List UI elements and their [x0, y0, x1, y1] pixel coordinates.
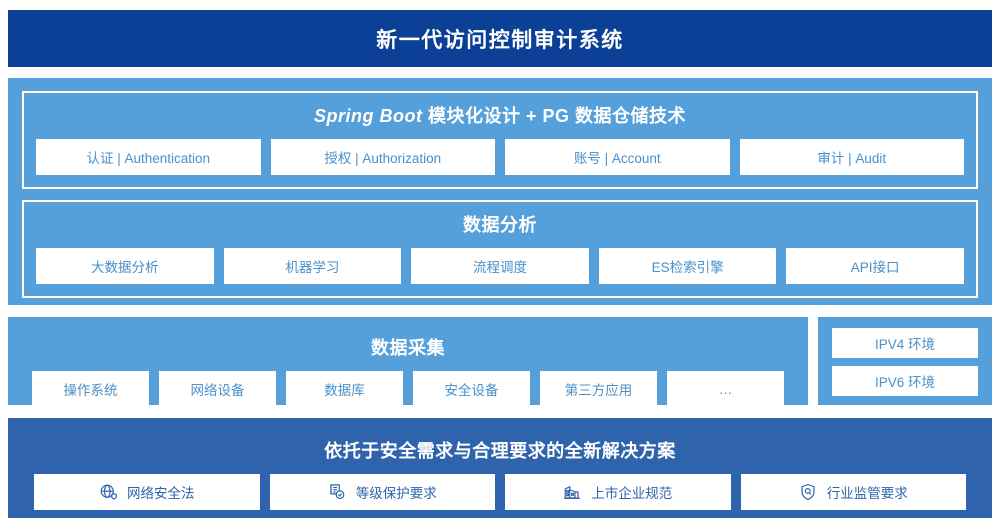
environment-panel: IPV4 环境 IPV6 环境	[818, 317, 992, 405]
compliance-chip-cybersecurity-law[interactable]: 网络安全法	[34, 474, 260, 510]
springboot-title-prefix: Spring Boot	[313, 106, 423, 126]
data-collection-group-title: 数据采集	[371, 338, 445, 358]
analysis-chip-workflow-scheduling[interactable]: 流程调度	[411, 248, 589, 284]
module-chip-audit[interactable]: 审计 | Audit	[739, 139, 964, 175]
collection-chip-third-party-app[interactable]: 第三方应用	[540, 371, 657, 407]
collection-chip-network-device[interactable]: 网络设备	[159, 371, 276, 407]
compliance-label-industry-regulation: 行业监管要求	[826, 486, 908, 501]
data-analysis-group-title: 数据分析	[463, 215, 537, 235]
environment-chip-ipv6[interactable]: IPV6 环境	[832, 366, 978, 396]
page-title: 新一代访问控制审计系统	[376, 28, 624, 52]
springboot-group-title: Spring Boot 模块化设计 + PG 数据仓储技术	[36, 103, 964, 129]
collection-chip-security-device[interactable]: 安全设备	[413, 371, 530, 407]
globe-shield-icon	[99, 483, 117, 501]
environment-chip-ipv4[interactable]: IPV4 环境	[832, 328, 978, 358]
analysis-chip-bigdata[interactable]: 大数据分析	[36, 248, 214, 284]
collection-chip-database[interactable]: 数据库	[286, 371, 403, 407]
solution-group: 依托于安全需求与合理要求的全新解决方案 网络安全法	[22, 428, 978, 522]
page-header: 新一代访问控制审计系统	[8, 10, 992, 67]
compliance-chip-industry-regulation[interactable]: 行业监管要求	[740, 474, 966, 510]
analysis-chip-machine-learning[interactable]: 机器学习	[223, 248, 402, 284]
data-collection-panel: 数据采集 操作系统 网络设备 数据库 安全设备 第三方应用 …	[8, 317, 808, 407]
springboot-item-row: 认证 | Authentication 授权 | Authorization 账…	[36, 139, 964, 175]
analysis-chip-api[interactable]: API接口	[786, 248, 964, 284]
springboot-group: Spring Boot 模块化设计 + PG 数据仓储技术 认证 | Authe…	[22, 91, 978, 189]
module-chip-authorization[interactable]: 授权 | Authorization	[270, 139, 495, 175]
building-icon	[563, 483, 581, 501]
compliance-label-mlps: 等级保护要求	[355, 486, 437, 501]
collection-chip-more[interactable]: …	[667, 371, 784, 407]
solution-panel: 依托于安全需求与合理要求的全新解决方案 网络安全法	[8, 418, 992, 518]
data-analysis-item-row: 大数据分析 机器学习 流程调度 ES检索引擎 API接口	[36, 248, 964, 284]
solution-item-row: 网络安全法 等级保护要求	[34, 474, 966, 510]
module-chip-authentication[interactable]: 认证 | Authentication	[36, 139, 261, 175]
collection-chip-operating-system[interactable]: 操作系统	[32, 371, 149, 407]
solution-group-title: 依托于安全需求与合理要求的全新解决方案	[324, 441, 676, 461]
document-check-icon	[328, 483, 346, 501]
platform-layer-panel: Spring Boot 模块化设计 + PG 数据仓储技术 认证 | Authe…	[8, 78, 992, 305]
compliance-label-cybersecurity-law: 网络安全法	[127, 486, 195, 501]
compliance-label-listed-company: 上市企业规范	[591, 486, 673, 501]
data-collection-item-row: 操作系统 网络设备 数据库 安全设备 第三方应用 …	[32, 371, 784, 407]
data-collection-group: 数据采集 操作系统 网络设备 数据库 安全设备 第三方应用 …	[20, 325, 796, 419]
shield-search-icon	[799, 483, 817, 501]
analysis-chip-es-search-engine[interactable]: ES检索引擎	[598, 248, 777, 284]
compliance-chip-listed-company[interactable]: 上市企业规范	[505, 474, 731, 510]
data-analysis-group: 数据分析 大数据分析 机器学习 流程调度 ES检索引擎 API接口	[22, 200, 978, 298]
springboot-title-suffix: 模块化设计 + PG 数据仓储技术	[422, 106, 686, 126]
compliance-chip-mlps[interactable]: 等级保护要求	[269, 474, 495, 510]
module-chip-account[interactable]: 账号 | Account	[505, 139, 730, 175]
